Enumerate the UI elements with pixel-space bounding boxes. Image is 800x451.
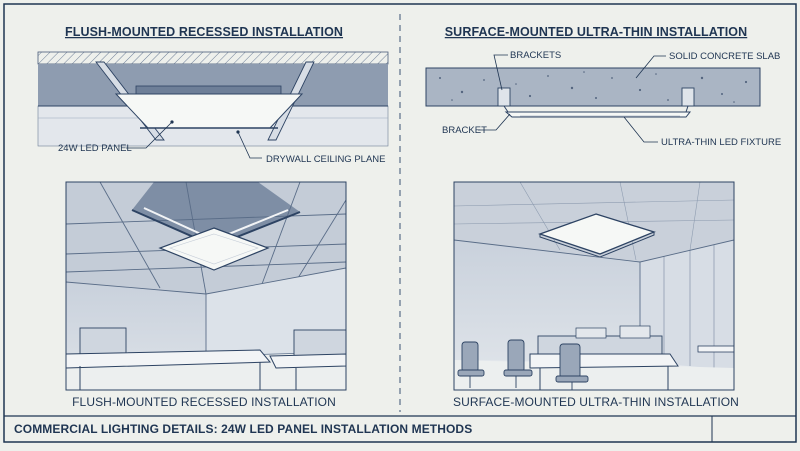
left-caption: FLUSH-MOUNTED RECESSED INSTALLATION [72, 395, 336, 409]
desk-partition-right [293, 329, 346, 357]
bench-desk [529, 353, 679, 369]
surface-perspective-view [453, 181, 735, 391]
leader-fixture [623, 116, 658, 143]
window-wall [640, 240, 734, 370]
aggregate-speckle [439, 71, 748, 103]
concrete-slab [425, 67, 761, 107]
slab-label: SOLID CONCRETE SLAB [669, 51, 780, 62]
open-ceiling-bay [132, 182, 300, 246]
bench-partition [537, 335, 663, 355]
leader-panel [126, 121, 173, 149]
fixture-label: ULTRA-THIN LED FIXTURE [661, 137, 781, 148]
right-caption: SURFACE-MOUNTED ULTRA-THIN INSTALLATION [453, 395, 739, 409]
brackets-label: BRACKETS [510, 50, 561, 61]
panel-label: 24W LED PANEL [58, 143, 132, 154]
ceiling-label: DRYWALL CEILING PLANE [266, 154, 386, 165]
led-panel-ceiling [158, 227, 270, 271]
office-workstations-left [66, 327, 346, 390]
panel-housing [135, 85, 282, 95]
desk-top [66, 349, 272, 369]
bracket-right [681, 87, 695, 107]
view-frame-left [65, 181, 347, 391]
leader-slab [635, 55, 666, 79]
led-fixture-surface [538, 213, 656, 255]
structural-slab-hatch [37, 51, 389, 65]
view-frame-right [453, 181, 735, 391]
surface-section-detail: BRACKETS SOLID CONCRETE SLAB BRACKET ULT… [425, 50, 781, 148]
office-chairs [457, 339, 589, 390]
bracket-label: BRACKET [442, 125, 487, 136]
led-panel-recessed [114, 93, 304, 129]
leader-brackets [493, 54, 508, 91]
desk-partition [79, 327, 127, 357]
right-title: SURFACE-MOUNTED ULTRA-THIN INSTALLATION [445, 25, 747, 39]
leader-bracket [478, 113, 511, 131]
left-title: FLUSH-MOUNTED RECESSED INSTALLATION [65, 25, 343, 39]
recessed-perspective-view [65, 181, 347, 391]
recessed-section-detail: 24W LED PANEL DRYWALL CEILING PLANE [37, 51, 389, 165]
bracket-left [497, 87, 511, 107]
sheet-border [3, 3, 797, 443]
sheet-footer-title: COMMERCIAL LIGHTING DETAILS: 24W LED PAN… [14, 422, 472, 436]
leader-ceiling [237, 131, 262, 159]
